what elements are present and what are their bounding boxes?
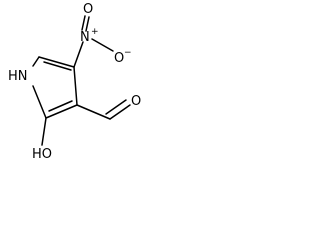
bond-c3-c2 [45,104,78,119]
bond-c4-c3 [73,66,78,106]
bond-nitro-n-o-top-double [81,15,86,31]
bond-cho-o [109,104,131,120]
atom-hydroxyl: HO [32,147,52,162]
bond-c2-oh [41,117,47,146]
bond-c5-c4 [38,56,75,68]
chemical-structure: O N + O − HN O HO [8,2,141,162]
bond-c3-c2-inner [48,100,73,112]
bond-c2-n1 [32,85,47,119]
atom-nitro-o-right: O [114,51,124,66]
bond-n1-c5 [32,56,40,67]
bond-c3-cho [76,104,111,120]
atom-nitro-o-right-charge: − [124,48,132,58]
bond-c4-nitro-n [73,41,84,68]
atom-nitro-n: N [80,30,90,45]
bond-cho-o-double [105,99,127,115]
bond-nitro-n-o-top [85,16,90,32]
atom-nitro-o-top: O [83,2,93,17]
atom-nitro-n-charge: + [91,27,99,37]
bond-c5-c4-inner [43,61,72,71]
atom-aldehyde-o: O [131,94,141,109]
bond-nitro-n-o-right [91,38,114,52]
atom-ring-nh: HN [8,69,28,84]
